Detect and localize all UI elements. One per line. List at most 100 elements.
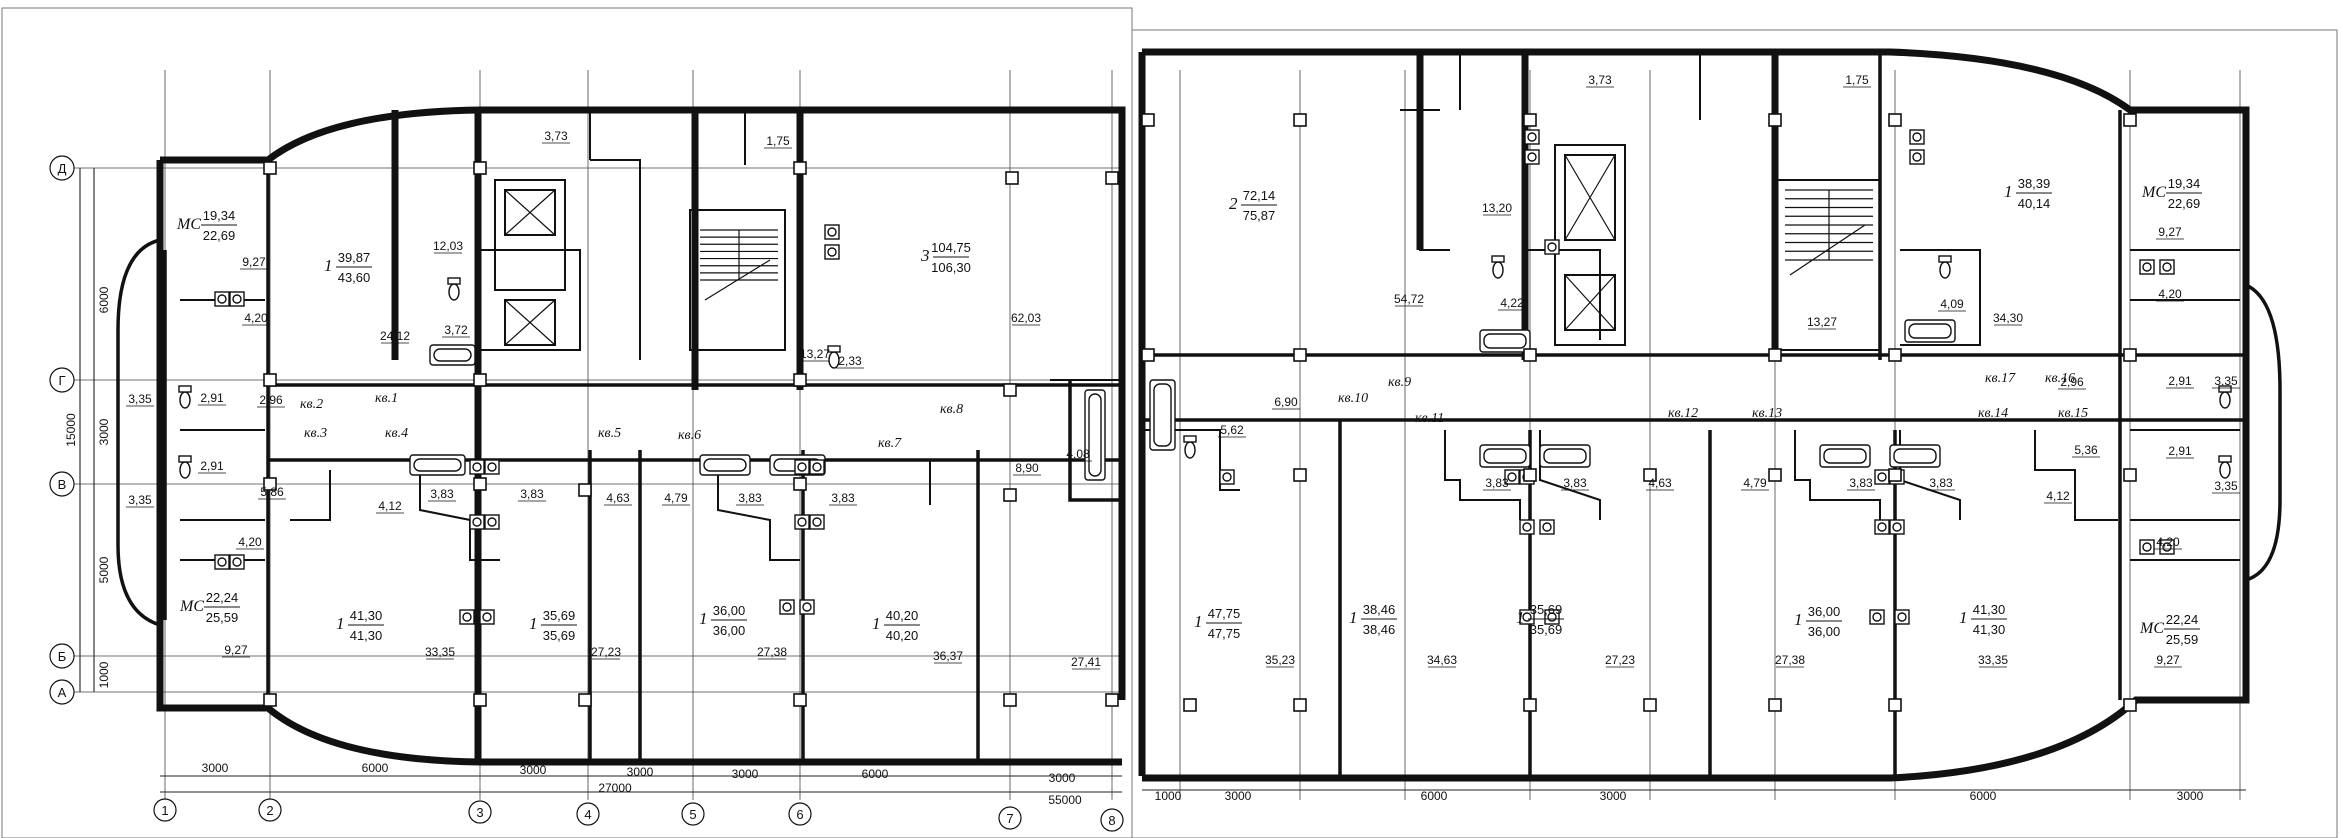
svg-text:75,87: 75,87 xyxy=(1243,208,1276,223)
sink xyxy=(214,554,230,570)
column xyxy=(578,483,592,497)
column xyxy=(1523,468,1537,482)
column xyxy=(1005,171,1019,185)
column xyxy=(1768,468,1782,482)
dim-1000: 1000 xyxy=(97,661,111,688)
axis-bubble-number: 7 xyxy=(998,806,1022,830)
bathtub xyxy=(699,454,751,476)
apartment-label: кв.13 xyxy=(1752,406,1782,421)
column xyxy=(1643,698,1657,712)
dim-bottom: 6000 xyxy=(362,761,389,775)
axis-label: А xyxy=(58,685,67,700)
apartment-label: кв.4 xyxy=(385,426,408,441)
area-value: 2,91 xyxy=(200,391,224,405)
apartment-label: кв.8 xyxy=(940,402,963,417)
area-value: 9,27 xyxy=(242,255,266,269)
area-value: 2,91 xyxy=(200,459,224,473)
toilet xyxy=(1491,255,1505,279)
column xyxy=(263,477,277,491)
bathtub xyxy=(409,454,466,476)
svg-text:1: 1 xyxy=(872,614,881,633)
column xyxy=(1523,348,1537,362)
column xyxy=(1888,348,1902,362)
area-value: 12,03 xyxy=(433,239,463,253)
area-value: 4,79 xyxy=(664,491,688,505)
svg-text:47,75: 47,75 xyxy=(1208,626,1241,641)
column xyxy=(263,373,277,387)
apartment-label: кв.6 xyxy=(678,428,701,443)
svg-text:22,69: 22,69 xyxy=(2168,196,2201,211)
svg-text:22,24: 22,24 xyxy=(2166,612,2199,627)
axis-label: 2 xyxy=(266,803,273,818)
column xyxy=(1888,698,1902,712)
toilet xyxy=(447,277,461,301)
axis-bubble-number: 5 xyxy=(681,802,705,826)
apartment-label: кв.14 xyxy=(1978,406,2008,421)
area-value: 34,63 xyxy=(1427,653,1457,667)
svg-text:38,39: 38,39 xyxy=(2018,176,2051,191)
column xyxy=(2123,348,2137,362)
axis-label: Д xyxy=(58,161,67,176)
svg-text:35,69: 35,69 xyxy=(1530,622,1563,637)
axis-label: 1 xyxy=(161,803,168,818)
svg-text:41,30: 41,30 xyxy=(350,628,383,643)
area-value: 3,35 xyxy=(2214,374,2238,388)
area-value: 2,96 xyxy=(2060,375,2084,389)
sink xyxy=(1539,519,1555,535)
axis-label: 8 xyxy=(1108,813,1115,828)
right-stair xyxy=(1774,179,1881,351)
toilet xyxy=(178,455,192,479)
area-value: 3,83 xyxy=(1485,476,1509,490)
svg-text:25,59: 25,59 xyxy=(206,610,239,625)
area-value: 33,35 xyxy=(1978,653,2008,667)
toilet xyxy=(178,385,192,409)
column xyxy=(1523,698,1537,712)
axis-label: 4 xyxy=(584,807,591,822)
svg-text:104,75: 104,75 xyxy=(931,240,971,255)
sink xyxy=(1889,519,1905,535)
column xyxy=(1768,113,1782,127)
area-value: 27,23 xyxy=(1605,653,1635,667)
vertical-dimension-chain: 6000 3000 5000 1000 15000 xyxy=(64,168,111,692)
svg-text:19,34: 19,34 xyxy=(203,208,236,223)
sink xyxy=(799,599,815,615)
sink xyxy=(214,291,230,307)
svg-text:МС: МС xyxy=(2141,184,2166,201)
area-value: 6,90 xyxy=(1274,395,1298,409)
svg-text:106,30: 106,30 xyxy=(931,260,971,275)
area-value: 2,91 xyxy=(2168,374,2192,388)
column xyxy=(473,161,487,175)
dim-bottom: 1000 xyxy=(1155,789,1182,803)
bathtub xyxy=(1149,379,1176,451)
svg-text:1: 1 xyxy=(1959,608,1968,627)
sink xyxy=(809,459,825,475)
axis-bubbles: Д Г В Б А 1 2 3 4 5 6 7 8 xyxy=(49,155,1124,832)
bathtub xyxy=(1889,444,1941,468)
apartment-label: кв.17 xyxy=(1985,371,2016,386)
sink xyxy=(1544,239,1560,255)
bathtub xyxy=(1539,444,1591,468)
column xyxy=(2123,113,2137,127)
svg-text:40,20: 40,20 xyxy=(886,608,919,623)
column xyxy=(1003,488,1017,502)
column xyxy=(1141,348,1155,362)
column xyxy=(1523,113,1537,127)
horizontal-dimension-chain: 3000 6000 3000 3000 3000 6000 3000 1000 … xyxy=(160,761,2246,807)
svg-text:35,69: 35,69 xyxy=(1530,602,1563,617)
right-sheet xyxy=(1131,29,2338,838)
apartment-label: кв.7 xyxy=(878,436,902,451)
apartment-label: кв.2 xyxy=(300,397,323,412)
column xyxy=(1003,383,1017,397)
column xyxy=(2123,468,2137,482)
column xyxy=(473,373,487,387)
area-value: 1,75 xyxy=(766,134,790,148)
svg-text:36,00: 36,00 xyxy=(713,603,746,618)
area-value: 4,63 xyxy=(606,491,630,505)
